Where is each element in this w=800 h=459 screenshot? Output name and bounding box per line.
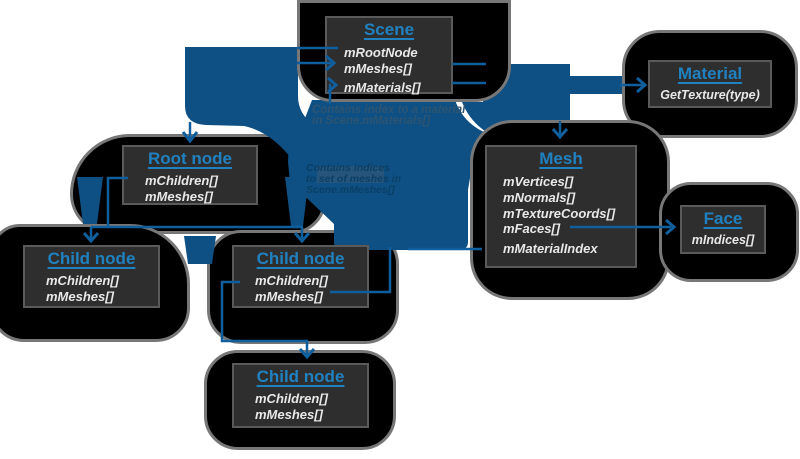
node-title: Root node	[147, 149, 233, 168]
field-label: mMeshes[]	[255, 288, 323, 304]
node-face: Face mIndices[]	[680, 205, 766, 254]
node-title: Mesh	[539, 149, 583, 168]
node-child-2: Child node mChildren[]mMeshes[]	[232, 245, 369, 308]
field-label: mMaterialIndex	[503, 241, 598, 257]
node-material: Material GetTexture(type)	[648, 60, 772, 108]
field-label: mVertices[]	[503, 174, 574, 189]
annotation-line: in Scene.mMaterials[]	[312, 115, 431, 127]
field-label: mMeshes[]	[46, 288, 114, 304]
node-title: Material	[677, 64, 743, 83]
annotation-line: Scene.mMeshes[]	[306, 184, 395, 196]
field-label: mChildren[]	[145, 173, 218, 188]
field-label: mNormals[]	[503, 189, 576, 205]
field-label: GetTexture(type)	[660, 88, 760, 102]
node-title: Scene	[363, 20, 415, 39]
field-label: mMeshes[]	[344, 61, 412, 76]
node-title: Child node	[256, 249, 345, 268]
field-label: mChildren[]	[46, 273, 119, 288]
field-label: mMeshes[]	[255, 406, 323, 422]
field-label: mChildren[]	[255, 391, 328, 406]
field-label: mMaterials[]	[344, 80, 421, 95]
field-label: mChildren[]	[255, 273, 328, 288]
node-title: Child node	[47, 249, 136, 268]
field-label: mFaces[]	[503, 221, 561, 237]
node-child-3: Child node mChildren[]mMeshes[]	[232, 363, 369, 428]
node-title: Face	[703, 209, 743, 228]
field-label: mIndices[]	[691, 233, 755, 247]
node-mesh: Mesh mVertices[]mNormals[]mTextureCoords…	[485, 145, 637, 268]
node-child-1: Child node mChildren[]mMeshes[]	[23, 245, 160, 308]
field-label: mRootNode	[344, 45, 418, 60]
field-label: mMeshes[]	[145, 188, 213, 204]
field-label: mTextureCoords[]	[503, 205, 616, 221]
node-root: Root node mChildren[]mMeshes[]	[122, 145, 258, 205]
node-title: Child node	[256, 367, 345, 386]
